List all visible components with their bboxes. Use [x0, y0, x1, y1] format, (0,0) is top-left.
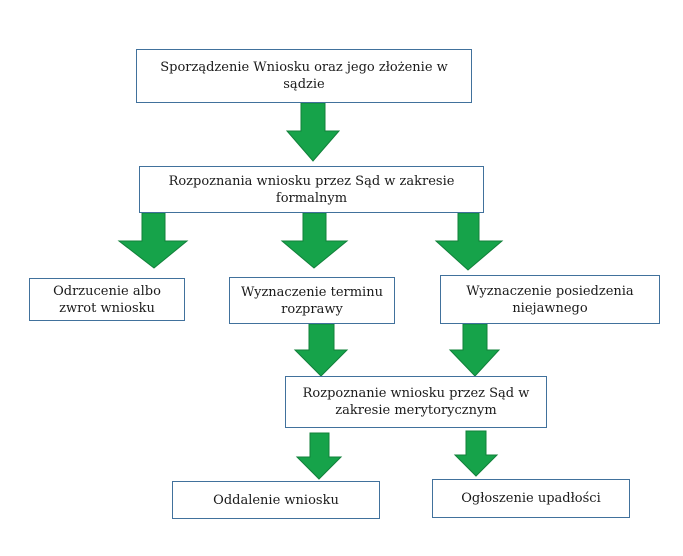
arrow-step2-to-reject: [117, 212, 189, 269]
node-set-hearing: Wyznaczenie terminu rozprawy: [229, 277, 395, 324]
node-bankruptcy-label: Ogłoszenie upadłości: [461, 491, 601, 506]
node-submit-application: Sporządzenie Wniosku oraz jego złożenie …: [136, 49, 472, 103]
arrow-step1-to-step2: [285, 102, 341, 162]
node-bankruptcy: Ogłoszenie upadłości: [432, 479, 630, 518]
arrow-merits-to-bankruptcy: [453, 430, 499, 477]
arrow-closed-session-to-merits: [448, 323, 501, 377]
node-formal-review-label: Rozpoznania wniosku przez Sąd w zakresie…: [168, 173, 455, 206]
node-reject-or-return: Odrzucenie albo zwrot wniosku: [29, 278, 185, 321]
node-merits-review-label: Rozpoznanie wniosku przez Sąd w zakresie…: [302, 386, 530, 418]
node-set-closed-session-label: Wyznaczenie posiedzenia niejawnego: [466, 283, 634, 316]
arrow-hearing-to-merits: [293, 323, 349, 377]
node-dismissal: Oddalenie wniosku: [172, 481, 380, 519]
node-set-closed-session: Wyznaczenie posiedzenia niejawnego: [440, 275, 660, 324]
node-reject-or-return-label: Odrzucenie albo zwrot wniosku: [53, 283, 161, 316]
node-merits-review: Rozpoznanie wniosku przez Sąd w zakresie…: [285, 376, 547, 428]
arrow-step2-to-closed-session: [434, 212, 504, 271]
node-set-hearing-label: Wyznaczenie terminu rozprawy: [241, 284, 383, 317]
arrow-step2-to-hearing: [280, 212, 349, 269]
node-dismissal-label: Oddalenie wniosku: [213, 492, 339, 508]
node-formal-review: Rozpoznania wniosku przez Sąd w zakresie…: [139, 166, 484, 213]
arrow-merits-to-dismissal: [295, 432, 343, 480]
node-submit-application-label: Sporządzenie Wniosku oraz jego złożenie …: [160, 60, 448, 92]
